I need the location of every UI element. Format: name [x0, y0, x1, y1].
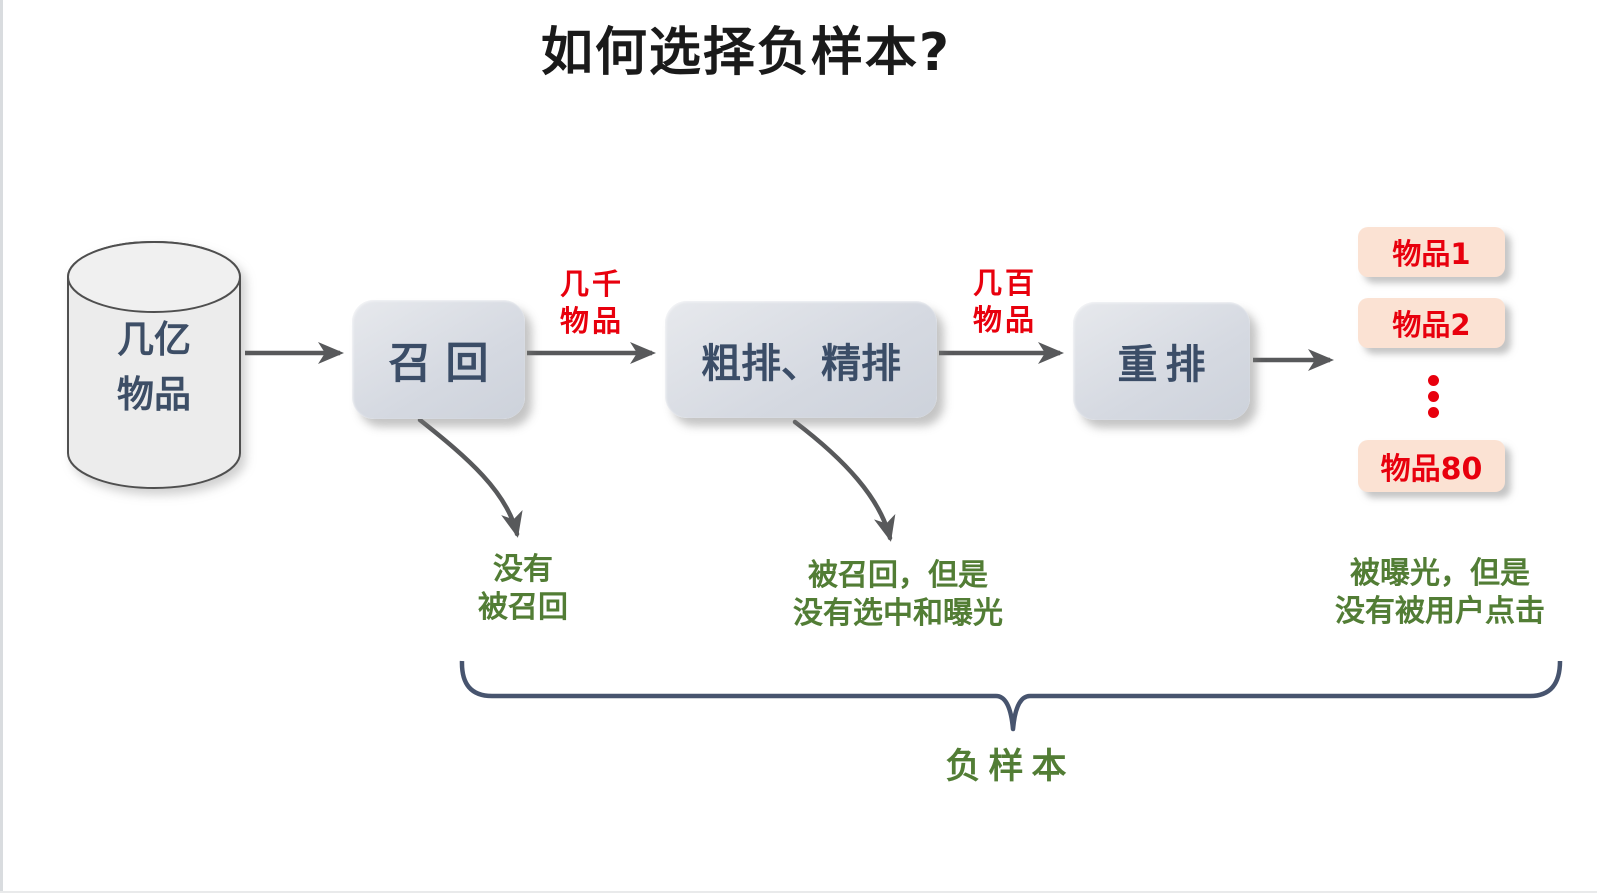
stage-box-coarse-fine-rank: 粗排、精排 [665, 301, 937, 418]
edge-label-hundreds-items: 几百 物品 [972, 266, 1037, 337]
stage-label-recall: 召回 [388, 338, 503, 389]
page-title: 如何选择负样本? [540, 23, 952, 83]
slide-bottom-edge [0, 891, 1597, 893]
result-item-chip: 物品80 [1358, 440, 1505, 492]
stage-label-rerank: 重排 [1117, 342, 1214, 388]
source-items-label: 几亿 物品 [117, 318, 191, 416]
curved-arrow-not-recalled [417, 417, 523, 538]
stage-box-recall: 召回 [352, 300, 525, 419]
annotation-recalled-not-selected: 被召回，但是 没有选中和曝光 [793, 558, 1003, 631]
items-database-cylinder [67, 241, 241, 489]
result-item-label-2: 物品2 [1392, 308, 1471, 342]
negative-samples-label: 负样本 [945, 747, 1075, 787]
annotation-not-recalled: 没有 被召回 [478, 552, 568, 625]
result-item-chip: 物品1 [1358, 227, 1505, 277]
stage-box-rerank: 重排 [1073, 302, 1250, 420]
stage-label-coarse-fine-rank: 粗排、精排 [701, 340, 901, 387]
annotation-exposed-not-clicked: 被曝光，但是 没有被用户点击 [1335, 556, 1545, 629]
curved-arrow-not-selected [792, 419, 896, 542]
edge-label-thousands-items: 几千 物品 [559, 267, 624, 338]
result-item-chip: 物品2 [1358, 298, 1505, 348]
negative-samples-brace [459, 660, 1563, 732]
result-item-label-80: 物品80 [1380, 452, 1483, 487]
vertical-ellipsis-icon [1428, 375, 1439, 418]
slide-left-edge [0, 0, 3, 893]
result-item-label-1: 物品1 [1392, 237, 1471, 271]
